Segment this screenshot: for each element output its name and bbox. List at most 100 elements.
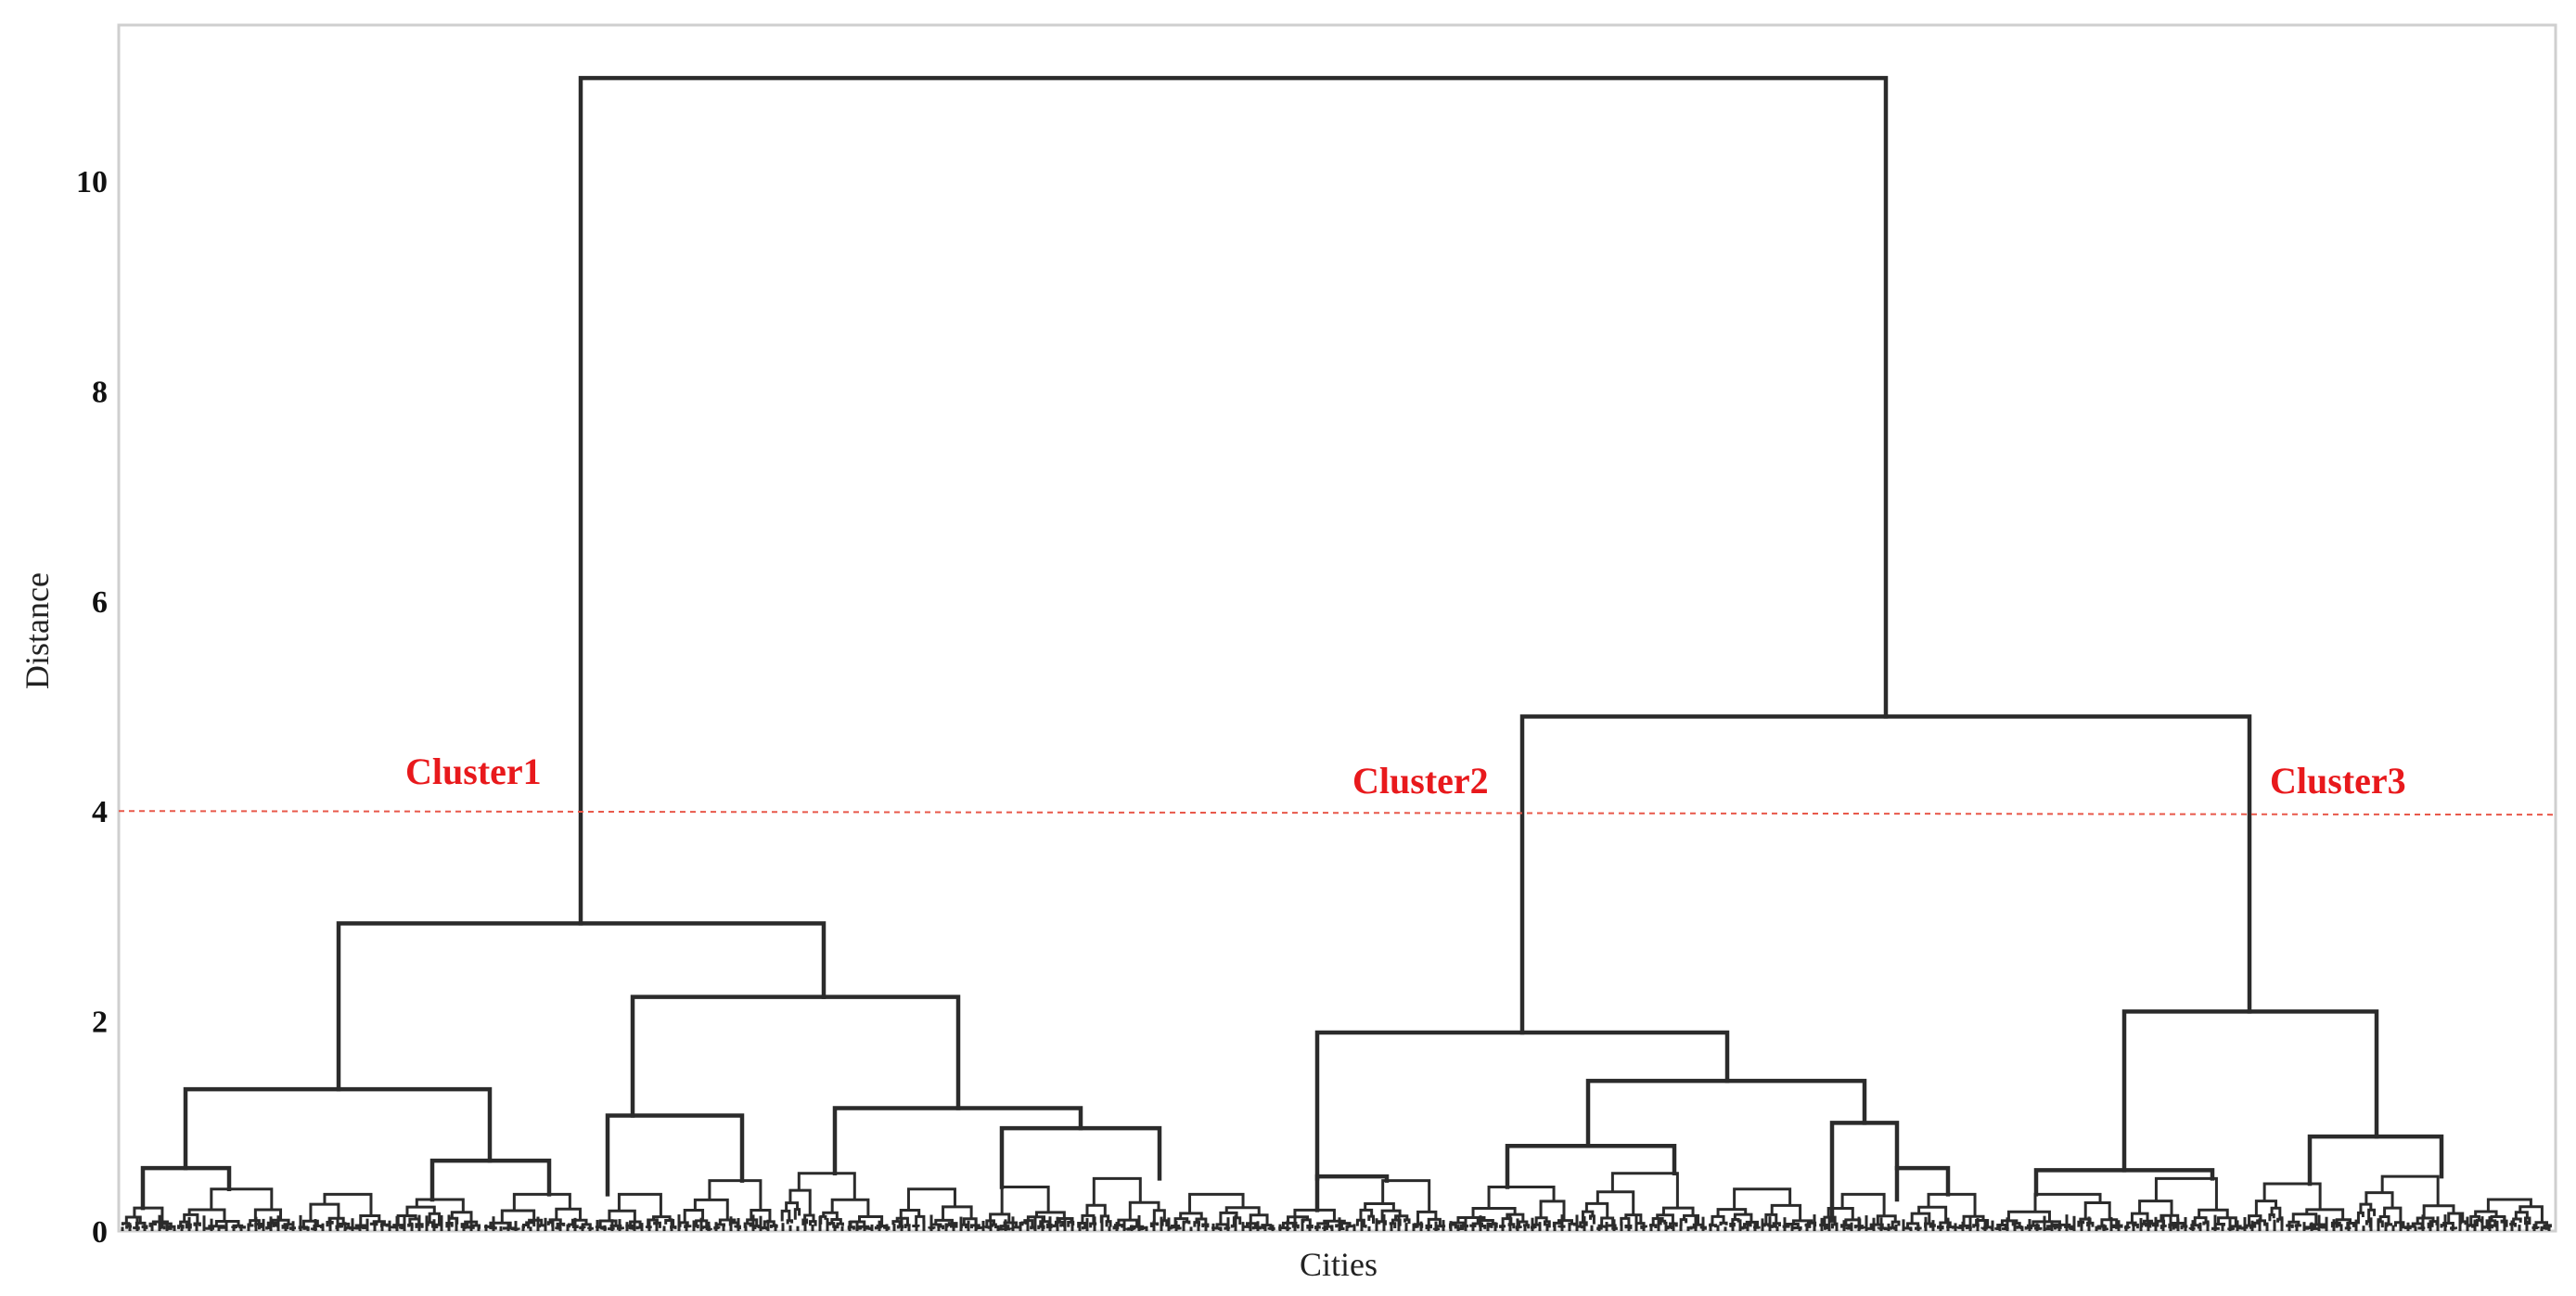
leaf-link [1733, 1213, 1753, 1223]
leaf-link [1716, 1208, 1748, 1217]
cut-line [118, 810, 2557, 816]
leaf-link [1741, 1225, 1749, 1230]
leaf-link [780, 1209, 791, 1222]
leaf-link [1258, 1225, 1265, 1230]
leaf-link [450, 1211, 473, 1223]
leaf-link [750, 1208, 772, 1222]
leaf-link [1487, 1185, 1556, 1209]
leaf-link [2291, 1213, 2318, 1225]
dendrogram-links [140, 75, 2444, 1223]
leaf-link [1683, 1213, 1700, 1225]
leaf-link [793, 1208, 801, 1220]
leaf-link [360, 1225, 368, 1229]
c2-rl-link [1505, 1144, 1677, 1189]
leaf-link [652, 1215, 672, 1221]
leaf-link [2254, 1200, 2278, 1216]
leaf-link [1882, 1227, 1890, 1231]
leaf-link [801, 1218, 809, 1225]
leaf-link [1125, 1227, 1132, 1231]
leaf-link [830, 1218, 842, 1225]
leaf-link [1000, 1185, 1050, 1214]
leaf-link [353, 1226, 361, 1230]
leaf-link [1771, 1225, 1777, 1228]
leaf-link [1364, 1201, 1395, 1212]
leaf-link [2140, 1222, 2147, 1228]
leaf-link [2193, 1216, 2208, 1225]
leaf-link [830, 1198, 870, 1217]
cluster1-link [336, 921, 827, 1092]
leaf-link [1890, 1220, 1901, 1228]
c1-right-link [630, 994, 961, 1118]
leaf-link [1085, 1203, 1107, 1216]
c1-left-link [183, 1086, 493, 1171]
leaf-link [2311, 1226, 2319, 1231]
leaf-link [836, 1222, 844, 1229]
leaf-link [2044, 1227, 2052, 1231]
leaf-link [133, 1206, 164, 1222]
leaf-link [598, 1219, 618, 1227]
y-tick-label: 0 [92, 1215, 108, 1250]
leaf-link [1539, 1200, 1566, 1221]
leaf-link [489, 1221, 512, 1228]
leaf-link [1188, 1192, 1245, 1213]
leaf-link [2262, 1182, 2322, 1210]
leaf-link [1128, 1200, 1160, 1221]
leaf-link [2154, 1176, 2218, 1211]
leaf-link [1251, 1225, 1259, 1230]
leaf-link [1534, 1216, 1548, 1225]
leaf-link [1476, 1218, 1494, 1225]
leaf-link [253, 1208, 283, 1221]
leaf-link [2385, 1223, 2393, 1227]
leaf-link [708, 1179, 763, 1211]
leaf-link [761, 1225, 769, 1230]
leaf-link [899, 1209, 921, 1219]
leaf-link [2365, 1191, 2394, 1209]
leaf-link [1962, 1214, 1985, 1226]
c3-left-link [2033, 1168, 2215, 1197]
leaf-link [428, 1212, 442, 1225]
leaf-link [415, 1198, 465, 1213]
leaf-link [160, 1222, 173, 1227]
leaf-link [1996, 1224, 2007, 1229]
c1-rr-link [832, 1106, 1083, 1175]
leaf-link [2148, 1222, 2155, 1228]
leaf-link [2469, 1214, 2480, 1225]
leaf-link [570, 1218, 588, 1225]
leaf-link [1518, 1220, 1529, 1227]
leaf-link [2031, 1220, 2061, 1226]
leaf-link [2217, 1216, 2237, 1226]
leaf-link [2077, 1220, 2085, 1227]
leaf-link [1584, 1201, 1609, 1219]
leaf-link [629, 1220, 642, 1228]
leaf-link [1306, 1225, 1314, 1229]
leaf-link [2359, 1202, 2373, 1213]
leaf-link [1293, 1208, 1336, 1222]
leaf-link [512, 1192, 571, 1211]
leaf-link [1858, 1225, 1865, 1230]
leaf-link [1596, 1190, 1635, 1215]
leaf-link [2422, 1204, 2455, 1219]
leaf-link [1367, 1214, 1375, 1224]
leaf-link [359, 1214, 381, 1226]
leaf-link [1661, 1206, 1695, 1216]
leaf-link [1610, 1172, 1679, 1209]
leaf-link [2393, 1221, 2405, 1227]
y-tick-label: 4 [92, 795, 108, 829]
leaf-link [1195, 1217, 1208, 1225]
leaf-link [1711, 1214, 1725, 1225]
leaf-link [1054, 1220, 1065, 1226]
c1-rl-link [605, 1113, 745, 1197]
leaf-link [2356, 1211, 2365, 1225]
leaf-link [159, 1225, 166, 1230]
leaf-link [1866, 1226, 1875, 1230]
leaf-link [991, 1223, 997, 1229]
leaf-link [1020, 1221, 1029, 1226]
leaf-link [1346, 1225, 1354, 1229]
c1-lr-link [429, 1158, 552, 1202]
leaf-link [1243, 1225, 1251, 1229]
leaf-link [664, 1219, 675, 1227]
leaf-link [2268, 1213, 2275, 1222]
leaf-link [1826, 1207, 1854, 1220]
